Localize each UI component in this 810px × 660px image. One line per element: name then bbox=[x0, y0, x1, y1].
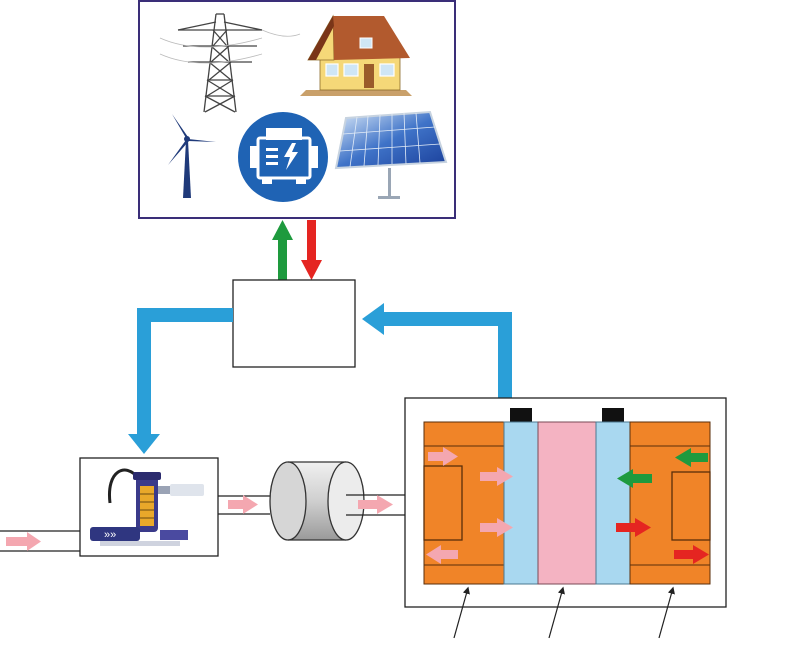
filter-to-cell-pipe bbox=[346, 494, 405, 516]
callout-arrow-left bbox=[453, 586, 470, 639]
callout-arrows bbox=[453, 586, 675, 639]
house-icon bbox=[300, 14, 412, 96]
green-arrow-top bbox=[675, 448, 708, 467]
wind-turbine-icon bbox=[168, 114, 216, 198]
inlet-flow-arrow bbox=[6, 532, 41, 551]
flow-arrow-out bbox=[426, 545, 458, 564]
separator bbox=[537, 421, 597, 585]
callout-arrow-right bbox=[658, 586, 675, 639]
controller-box bbox=[232, 279, 356, 368]
inlet-pipe bbox=[0, 530, 80, 552]
terminal-left bbox=[510, 408, 532, 422]
filter-cylinder bbox=[269, 461, 365, 541]
generator-icon bbox=[238, 112, 328, 202]
energy-grid-panel bbox=[138, 0, 456, 219]
transmission-tower-icon bbox=[159, 13, 301, 113]
pump-unit: »» bbox=[79, 457, 219, 557]
green-arrow-mid bbox=[617, 469, 652, 488]
right-flow-arrows bbox=[616, 448, 709, 564]
left-membrane bbox=[503, 421, 539, 585]
power-export-arrow bbox=[272, 220, 293, 280]
pump-to-filter-pipe bbox=[218, 495, 270, 515]
cell-inlet-arrow bbox=[358, 495, 393, 514]
flow-arrow-lower bbox=[480, 518, 513, 537]
return-pipe-from-cell bbox=[362, 303, 512, 400]
flow-arrow-mid bbox=[480, 467, 513, 486]
right-membrane bbox=[595, 421, 631, 585]
feed-pipe-to-pump bbox=[128, 308, 233, 454]
pump-badge: »» bbox=[104, 529, 116, 541]
terminal-right bbox=[602, 408, 624, 422]
power-import-arrow bbox=[301, 220, 322, 280]
callout-arrow-center bbox=[548, 586, 565, 639]
flow-arrow-in-top bbox=[428, 447, 458, 466]
solar-panel-icon bbox=[334, 110, 448, 199]
left-flow-arrows bbox=[426, 447, 513, 564]
cell-stack bbox=[404, 397, 727, 639]
pump-icon: »» bbox=[90, 468, 204, 546]
red-arrow-mid bbox=[616, 518, 651, 537]
red-arrow-bottom bbox=[674, 545, 709, 564]
pump-outlet-arrow bbox=[228, 495, 258, 514]
